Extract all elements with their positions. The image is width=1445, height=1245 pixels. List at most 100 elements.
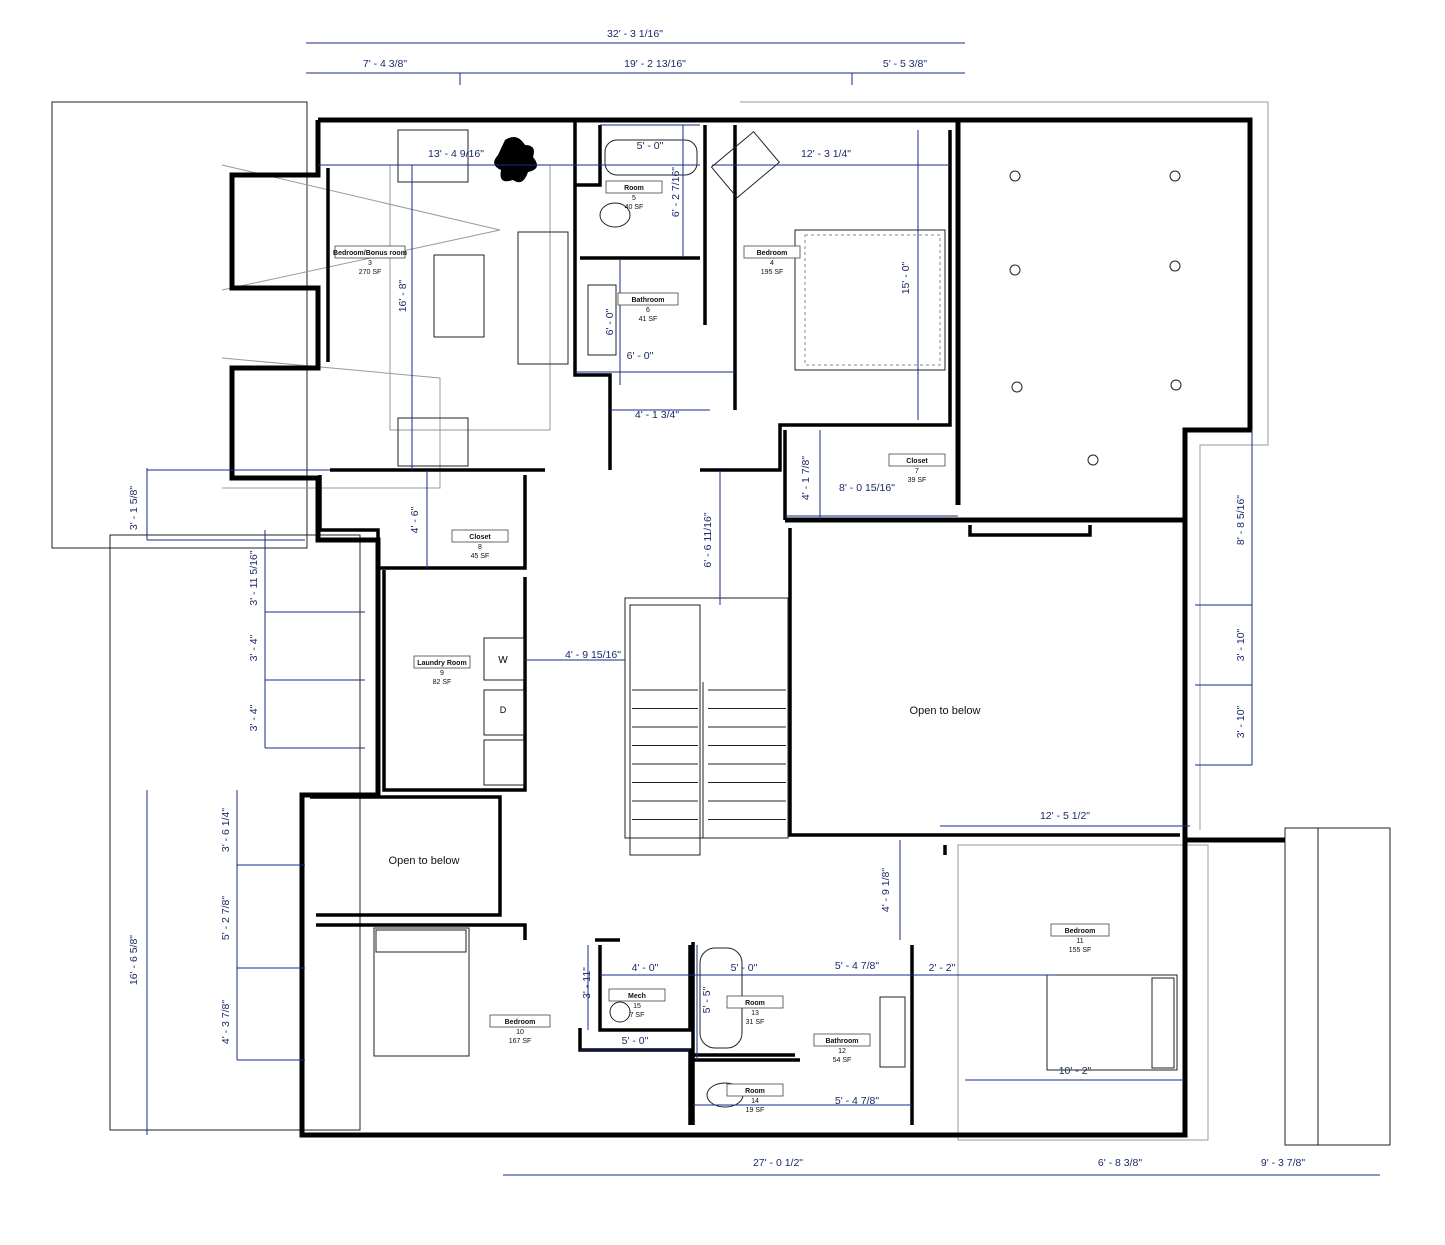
room-area: 40 SF [625,204,644,211]
bed [1046,974,1178,1071]
room-name: Laundry Room [417,660,466,667]
armchair [397,129,469,183]
open-to-below-label: Open to below [389,855,460,867]
dimension-label: 5' - 0" [622,1035,649,1047]
room-area: 82 SF [433,679,452,686]
dryer-label: D [500,705,507,715]
room-number: 4 [770,260,774,267]
room-number: 7 [915,468,919,475]
dimension-label: 4' - 6" [409,506,421,533]
dryer [483,689,525,736]
dimension-label: 3' - 4" [248,704,260,731]
dimension-label: 5' - 5 3/8" [883,58,928,70]
room-number: 12 [838,1048,846,1055]
room-area: 7 SF [630,1012,645,1019]
room-number: 14 [751,1098,759,1105]
dimension-label: 3' - 1 5/8" [128,486,140,531]
bathtub [604,139,698,176]
room-number: 10 [516,1029,524,1036]
interior-walls [310,120,1180,1125]
room-tag-box [617,292,679,306]
dimension-label: 7' - 4 3/8" [363,58,408,70]
dimension-label: 15' - 0" [900,261,912,294]
room-tag-box [743,245,801,259]
room-name: Bathroom [631,297,664,304]
dimension-label: 12' - 3 1/4" [801,148,851,160]
dimension-label: 5' - 2 7/8" [220,896,232,941]
room-tag-box [489,1014,551,1028]
staircase [624,597,789,856]
washer-label: W [498,655,508,666]
room-tag-box [888,453,946,467]
dimension-label: 16' - 8" [397,279,409,312]
room-number: 15 [633,1003,641,1010]
washer [483,637,525,681]
dimension-label: 2' - 2" [929,962,956,974]
room-name: Closet [469,534,491,541]
dimension-labels: 32' - 3 1/16"7' - 4 3/8"19' - 2 13/16"5'… [128,28,1305,1169]
dimension-label: 3' - 10" [1235,628,1247,661]
room-area: 45 SF [471,553,490,560]
dimension-label: 3' - 10" [1235,705,1247,738]
dimension-label: 8' - 0 15/16" [839,482,895,494]
room-name: Bedroom [757,250,788,257]
coffee-table [433,254,485,338]
room-tag-box [334,245,406,259]
room-name: Bathroom [825,1038,858,1045]
room-area: 41 SF [639,316,658,323]
room-tag: Bathroom 6 41 SF [617,292,679,323]
room-area: 155 SF [1069,947,1092,954]
room-area: 167 SF [509,1038,532,1045]
bed [804,234,941,366]
chair [710,130,781,199]
room-tag: Mech 15 7 SF [608,988,666,1019]
dimension-label: 3' - 6 1/4" [220,808,232,853]
room-name: Bedroom/Bonus room [333,250,407,257]
sofa [517,231,569,365]
dimension-label: 3' - 11" [581,967,593,999]
room-number: 6 [646,307,650,314]
plant-icon [494,136,537,183]
room-number: 11 [1076,938,1083,945]
dimension-label: 5' - 4 7/8" [835,1095,880,1107]
room-name: Bedroom [505,1019,536,1026]
room-number: 5 [632,195,636,202]
toilet [599,202,631,228]
dimension-label: 4' - 0" [632,962,659,974]
dimension-label: 9' - 3 7/8" [1261,1157,1306,1169]
dimension-label: 4' - 9 1/8" [880,868,892,913]
dimension-label: 4' - 9 15/16" [565,649,621,661]
dimension-label: 16' - 6 5/8" [128,935,140,985]
room-tag-box [413,655,471,669]
room-tag-box [726,1083,784,1097]
room-tag-box [605,180,663,194]
dimension-label: 3' - 11 5/16" [248,550,260,605]
room-number: 9 [440,670,444,677]
room-name: Closet [906,458,928,465]
room-name: Room [745,1000,765,1007]
room-name: Mech [628,993,646,1000]
dimension-label: 5' - 0" [731,962,758,974]
room-tag-box [726,995,784,1009]
dimension-label: 32' - 3 1/16" [607,28,663,40]
room-area: 19 SF [746,1107,765,1114]
room-tag-box [451,529,509,543]
exterior-walls [229,117,1285,1138]
room-area: 54 SF [833,1057,852,1064]
dimension-label: 27' - 0 1/2" [753,1157,803,1169]
vanity [587,284,617,356]
dimension-label: 5' - 5" [701,986,713,1013]
dimension-label: 12' - 5 1/2" [1040,810,1090,822]
dimension-label: 13' - 4 9/16" [428,148,484,160]
dimension-label: 3' - 4" [248,634,260,661]
room-tag: Laundry Room 9 82 SF [413,655,471,686]
room-tag-box [1050,923,1110,937]
